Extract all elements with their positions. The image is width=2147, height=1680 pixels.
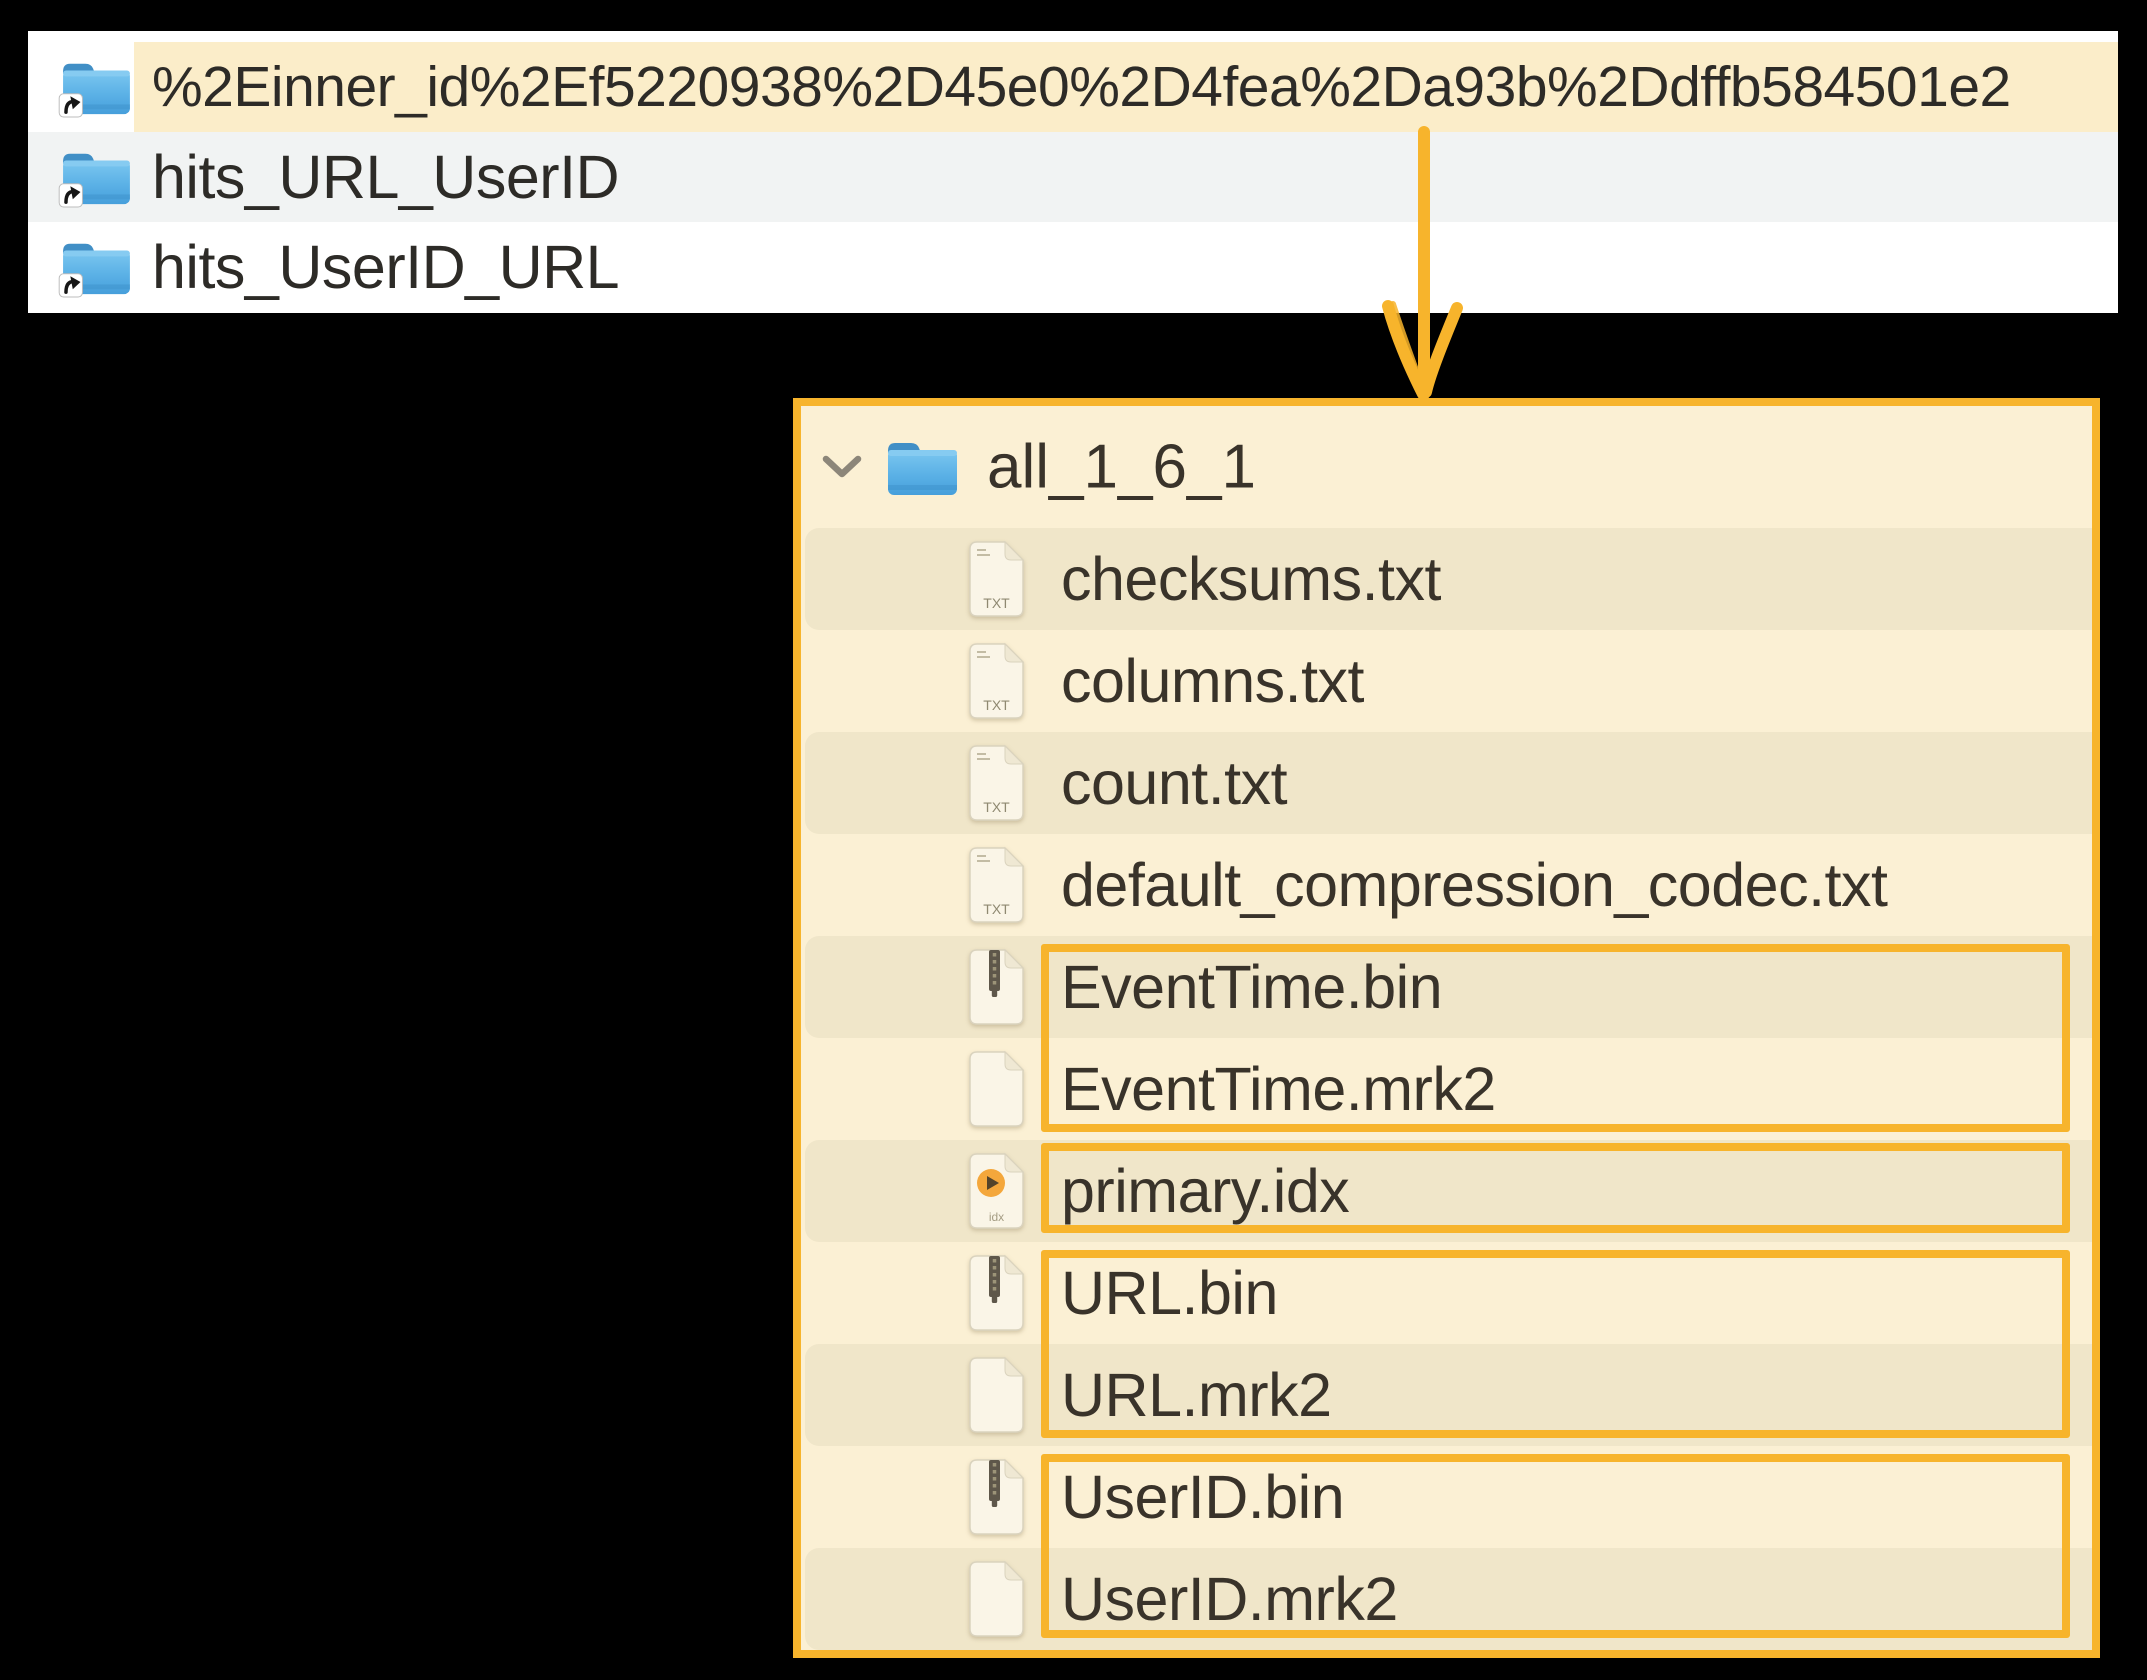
folder-name: %2Einner_id%2Ef5220938%2D45e0%2D4fea%2Da… bbox=[152, 55, 2011, 119]
alias-folder-icon bbox=[58, 153, 130, 208]
folder-row[interactable]: hits_URL_UserID bbox=[28, 132, 2118, 222]
zipper-glyph bbox=[989, 1256, 1000, 1303]
bin-file-icon bbox=[969, 948, 1025, 1025]
file-name: columns.txt bbox=[1061, 647, 1365, 715]
alias-arrow-icon bbox=[58, 93, 83, 118]
file-icon-slot: TXT bbox=[965, 845, 1029, 925]
folder-name: hits_UserID_URL bbox=[152, 233, 620, 301]
txt-badge-label: TXT bbox=[983, 799, 1010, 815]
txt-file-icon: TXT bbox=[969, 642, 1025, 719]
idx-file-icon: idx bbox=[969, 1152, 1025, 1229]
file-name: UserID.bin bbox=[1061, 1463, 1345, 1531]
generic-file-icon bbox=[969, 1560, 1025, 1637]
zipper-glyph bbox=[989, 950, 1000, 997]
file-name: default_compression_codec.txt bbox=[1061, 851, 1888, 919]
file-row[interactable]: TXT checksums.txt bbox=[801, 528, 2092, 630]
file-name: primary.idx bbox=[1061, 1157, 1350, 1225]
folder-row[interactable]: %2Einner_id%2Ef5220938%2D45e0%2D4fea%2Da… bbox=[28, 42, 2118, 132]
bin-file-icon bbox=[969, 1458, 1025, 1535]
folder-row[interactable]: hits_UserID_URL bbox=[28, 222, 2118, 312]
file-icon-slot bbox=[965, 947, 1029, 1027]
file-name: checksums.txt bbox=[1061, 545, 1441, 613]
selection-highlight bbox=[134, 42, 2118, 132]
file-icon-slot: TXT bbox=[965, 641, 1029, 721]
folder-name: hits_URL_UserID bbox=[152, 143, 620, 211]
alias-folder-icon bbox=[58, 63, 130, 118]
file-icon-slot bbox=[965, 1253, 1029, 1333]
file-row[interactable]: idx primary.idx bbox=[801, 1140, 2092, 1242]
annotation-arrow-icon bbox=[1382, 126, 1463, 400]
txt-badge-label: TXT bbox=[983, 595, 1010, 611]
file-name: URL.mrk2 bbox=[1061, 1361, 1332, 1429]
alias-arrow-icon bbox=[58, 183, 83, 208]
folder-rows-container: %2Einner_id%2Ef5220938%2D45e0%2D4fea%2Da… bbox=[28, 42, 2118, 312]
file-name: count.txt bbox=[1061, 749, 1288, 817]
disclosure-chevron-icon[interactable] bbox=[821, 454, 863, 480]
root-folder-name: all_1_6_1 bbox=[987, 432, 1256, 502]
bin-file-icon bbox=[969, 1254, 1025, 1331]
txt-badge-label: TXT bbox=[983, 697, 1010, 713]
file-name: EventTime.bin bbox=[1061, 953, 1443, 1021]
generic-file-icon bbox=[969, 1050, 1025, 1127]
file-row[interactable]: UserID.bin bbox=[801, 1446, 2092, 1548]
file-row[interactable]: TXT columns.txt bbox=[801, 630, 2092, 732]
finder-list-panel: all_1_6_1 TXT checksums.txt TXT columns.… bbox=[793, 398, 2100, 1658]
file-row[interactable]: UserID.mrk2 bbox=[801, 1548, 2092, 1650]
media-play-glyph bbox=[977, 1169, 1005, 1197]
root-folder-row[interactable]: all_1_6_1 bbox=[801, 406, 2092, 528]
file-icon-slot bbox=[965, 1457, 1029, 1537]
file-icon-slot: TXT bbox=[965, 743, 1029, 823]
file-rows-container: TXT checksums.txt TXT columns.txt TXT co… bbox=[801, 528, 2092, 1650]
file-row[interactable]: TXT count.txt bbox=[801, 732, 2092, 834]
file-icon-slot bbox=[965, 1355, 1029, 1435]
file-name: URL.bin bbox=[1061, 1259, 1278, 1327]
zipper-glyph bbox=[989, 1460, 1000, 1507]
alias-folder-icon bbox=[58, 243, 130, 298]
file-name: EventTime.mrk2 bbox=[1061, 1055, 1496, 1123]
folder-list-panel: %2Einner_id%2Ef5220938%2D45e0%2D4fea%2Da… bbox=[28, 31, 2118, 313]
file-icon-slot: idx bbox=[965, 1151, 1029, 1231]
idx-badge-label: idx bbox=[989, 1210, 1004, 1224]
file-name: UserID.mrk2 bbox=[1061, 1565, 1398, 1633]
file-row[interactable]: URL.bin bbox=[801, 1242, 2092, 1344]
file-row[interactable]: EventTime.mrk2 bbox=[801, 1038, 2092, 1140]
file-icon-slot bbox=[965, 1559, 1029, 1639]
alias-arrow-icon bbox=[58, 273, 83, 298]
txt-badge-label: TXT bbox=[983, 901, 1010, 917]
txt-file-icon: TXT bbox=[969, 540, 1025, 617]
folder-icon bbox=[888, 443, 957, 495]
generic-file-icon bbox=[969, 1356, 1025, 1433]
file-icon-slot bbox=[965, 1049, 1029, 1129]
file-icon-slot: TXT bbox=[965, 539, 1029, 619]
txt-file-icon: TXT bbox=[969, 744, 1025, 821]
txt-file-icon: TXT bbox=[969, 846, 1025, 923]
file-row[interactable]: URL.mrk2 bbox=[801, 1344, 2092, 1446]
file-row[interactable]: TXT default_compression_codec.txt bbox=[801, 834, 2092, 936]
file-row[interactable]: EventTime.bin bbox=[801, 936, 2092, 1038]
